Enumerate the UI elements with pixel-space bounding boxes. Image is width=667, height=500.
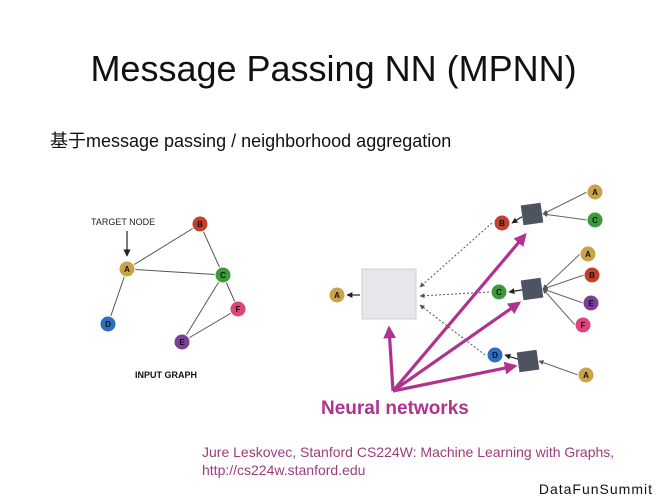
slide-title: Message Passing NN (MPNN) bbox=[90, 48, 577, 89]
nn-pointer-arrow-aggregator bbox=[383, 325, 397, 392]
message-arrow-d bbox=[419, 304, 486, 356]
center-node-d: D bbox=[486, 346, 504, 364]
nn-box-d bbox=[516, 349, 540, 373]
box-to-center-arrow-b bbox=[511, 216, 523, 224]
computation-graph: B A C C A B E F D A A bbox=[305, 180, 615, 415]
input-graph-svg: A B C D E F bbox=[99, 215, 247, 351]
neighbor-node-c-f-circle bbox=[574, 316, 592, 334]
message-arrow-c bbox=[419, 291, 490, 299]
center-node-c-circle bbox=[490, 283, 508, 301]
graph-node-f-circle bbox=[229, 300, 247, 318]
center-node-b-circle bbox=[493, 214, 511, 232]
slide-subtitle: 基于message passing / neighborhood aggrega… bbox=[50, 131, 452, 151]
graph-node-b: B bbox=[191, 215, 209, 233]
message-arrow-b bbox=[419, 222, 493, 288]
graph-node-c-letter: C bbox=[220, 271, 226, 280]
citation-line-1: Jure Leskovec, Stanford CS224W: Machine … bbox=[202, 444, 615, 460]
graph-node-f: F bbox=[229, 300, 247, 318]
graph-edge-AC bbox=[126, 268, 224, 276]
target-node-a-letter: A bbox=[334, 291, 340, 300]
graph-node-a: A bbox=[118, 260, 136, 278]
neighbor-node-c-e-circle bbox=[582, 294, 600, 312]
citation: Jure Leskovec, Stanford CS224W: Machine … bbox=[202, 443, 614, 479]
center-node-d-circle bbox=[486, 346, 504, 364]
graph-node-e: E bbox=[173, 333, 191, 351]
neighbor-edge-b-c bbox=[542, 212, 588, 221]
center-node-d-letter: D bbox=[492, 351, 498, 360]
neighbor-node-d-a-letter: A bbox=[583, 371, 589, 380]
nn-pointer-arrow-2 bbox=[392, 301, 522, 393]
input-graph-panel: TARGET NODE A B C D E F INPUT GRAPH bbox=[88, 197, 263, 422]
neighbor-node-c-a: A bbox=[579, 245, 597, 263]
center-node-b: B bbox=[493, 214, 511, 232]
aggregator-box bbox=[361, 268, 417, 320]
graph-node-b-letter: B bbox=[197, 220, 203, 229]
nn-pointer-arrow-1 bbox=[391, 233, 527, 393]
neighbor-node-d-a-circle bbox=[577, 366, 595, 384]
box-to-center-arrow-d bbox=[504, 353, 519, 360]
graph-node-f-letter: F bbox=[236, 305, 241, 314]
neighbor-edge-c-a bbox=[542, 253, 581, 290]
target-node-a: A bbox=[328, 286, 346, 304]
neighbor-edge-c-e bbox=[542, 288, 584, 304]
neighbor-edge-b-a bbox=[542, 191, 588, 215]
neighbor-node-c-a-letter: A bbox=[585, 250, 591, 259]
neighbor-node-c-b-letter: B bbox=[589, 271, 595, 280]
graph-node-c-circle bbox=[214, 266, 232, 284]
neighbor-edge-c-b bbox=[542, 274, 585, 290]
graph-node-e-letter: E bbox=[179, 338, 185, 347]
graph-edge-BC bbox=[199, 223, 224, 276]
graph-node-b-circle bbox=[191, 215, 209, 233]
graph-node-e-circle bbox=[173, 333, 191, 351]
graph-edge-AD bbox=[107, 268, 128, 325]
computation-graph-svg: B A C C A B E F D A A bbox=[328, 183, 604, 393]
nn-box-b bbox=[520, 202, 544, 226]
neighbor-node-c-b-circle bbox=[583, 266, 601, 284]
graph-edge-EF bbox=[181, 308, 239, 343]
nn-box-c bbox=[520, 277, 544, 301]
neighbor-node-d-a: A bbox=[577, 366, 595, 384]
graph-edge-AB bbox=[126, 223, 201, 270]
graph-node-d-circle bbox=[99, 315, 117, 333]
nn-pointer-arrow-3 bbox=[392, 361, 518, 393]
neighbor-node-b-c-circle bbox=[586, 211, 604, 229]
neighbor-node-c-a-circle bbox=[579, 245, 597, 263]
graph-edge-CE bbox=[181, 274, 224, 343]
input-graph-label: INPUT GRAPH bbox=[135, 370, 198, 380]
neighbor-node-b-a-circle bbox=[586, 183, 604, 201]
center-node-b-letter: B bbox=[499, 219, 505, 228]
graph-node-a-letter: A bbox=[124, 265, 130, 274]
neural-networks-label: Neural networks bbox=[321, 398, 469, 419]
graph-node-a-circle bbox=[118, 260, 136, 278]
neighbor-node-b-a-letter: A bbox=[592, 188, 598, 197]
box-to-center-arrow-c bbox=[508, 288, 523, 295]
neighbor-node-c-b: B bbox=[583, 266, 601, 284]
center-node-c-letter: C bbox=[496, 288, 502, 297]
neighbor-edge-d-a bbox=[538, 360, 579, 376]
neighbor-node-c-e-letter: E bbox=[588, 299, 594, 308]
graph-node-d: D bbox=[99, 315, 117, 333]
center-node-c: C bbox=[490, 283, 508, 301]
target-node-label: TARGET NODE bbox=[91, 217, 156, 227]
neighbor-node-b-a: A bbox=[586, 183, 604, 201]
neighbor-node-c-e: E bbox=[582, 294, 600, 312]
graph-node-c: C bbox=[214, 266, 232, 284]
neighbor-node-b-c: C bbox=[586, 211, 604, 229]
graph-node-d-letter: D bbox=[105, 320, 111, 329]
neighbor-node-c-f: F bbox=[574, 316, 592, 334]
brand-logo-text: DataFunSummit bbox=[538, 481, 653, 497]
neighbor-edge-c-f bbox=[542, 288, 576, 326]
target-node-a-circle bbox=[328, 286, 346, 304]
neighbor-node-c-f-letter: F bbox=[581, 321, 586, 330]
citation-link[interactable]: http://cs224w.stanford.edu bbox=[202, 462, 366, 478]
neighbor-node-b-c-letter: C bbox=[592, 216, 598, 225]
